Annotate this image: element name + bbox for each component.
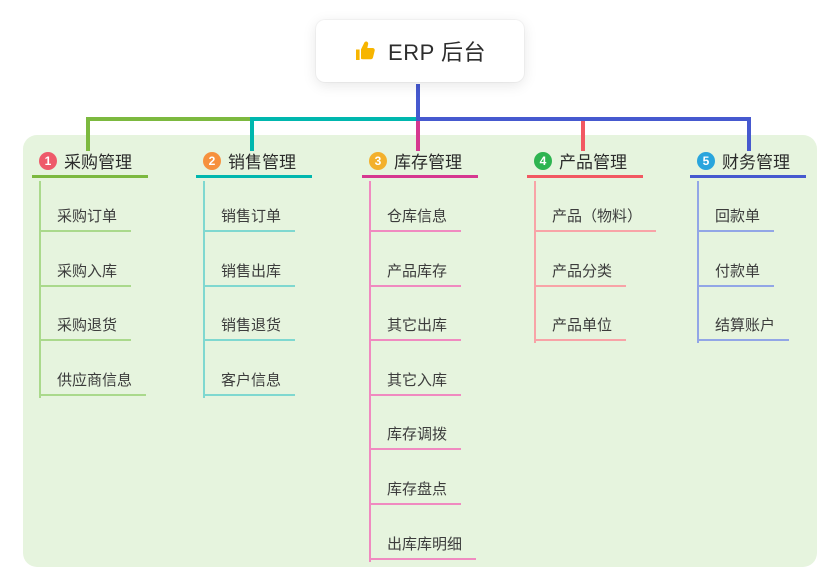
branch-title-row[interactable]: 3 库存管理 — [362, 146, 478, 178]
branch-child-connector-line — [39, 181, 41, 398]
child-node-label: 出库库明细 — [387, 535, 463, 553]
child-node[interactable]: 产品单位 — [534, 315, 627, 342]
connector-segment-right — [416, 117, 751, 121]
child-node-label: 产品（物料） — [552, 208, 643, 225]
branch-drop-line — [747, 121, 751, 151]
branch-child-connector-line — [697, 181, 699, 344]
branches-panel — [23, 135, 817, 567]
child-node[interactable]: 采购退货 — [39, 315, 132, 342]
child-node-label: 产品库存 — [387, 262, 448, 280]
connector-segment-mid — [250, 117, 416, 121]
branch-title-row[interactable]: 2 销售管理 — [196, 146, 312, 178]
child-node-label: 销售订单 — [221, 208, 282, 225]
branch-title-label: 产品管理 — [559, 153, 627, 172]
child-node[interactable]: 产品分类 — [534, 261, 627, 287]
child-node-label: 库存盘点 — [387, 481, 448, 498]
branch-number-badge: 4 — [534, 151, 552, 170]
branch-title-row[interactable]: 4 产品管理 — [527, 146, 643, 178]
branch-title-row[interactable]: 1 采购管理 — [32, 146, 148, 178]
child-node-label: 供应商信息 — [57, 371, 133, 389]
child-node[interactable]: 库存盘点 — [369, 479, 462, 505]
branch-drop-line — [86, 121, 90, 151]
child-node[interactable]: 仓库信息 — [369, 206, 462, 232]
child-node[interactable]: 销售出库 — [203, 261, 296, 287]
child-node[interactable]: 出库库明细 — [369, 534, 477, 560]
child-node[interactable]: 付款单 — [697, 261, 775, 287]
child-node[interactable]: 其它入库 — [369, 370, 462, 396]
branch-number-badge: 5 — [697, 151, 715, 170]
branch-drop-line — [581, 121, 585, 151]
branch-title-row[interactable]: 5 财务管理 — [690, 146, 806, 178]
branch-title-label: 库存管理 — [394, 153, 462, 172]
child-node-label: 产品单位 — [552, 317, 613, 335]
child-node[interactable]: 采购订单 — [39, 206, 132, 232]
child-node[interactable]: 销售订单 — [203, 206, 296, 232]
branch-child-connector-line — [203, 181, 205, 398]
child-node-label: 采购入库 — [57, 262, 118, 280]
child-node-label: 客户信息 — [221, 371, 282, 389]
child-node[interactable]: 客户信息 — [203, 370, 296, 396]
branch-number-badge: 1 — [39, 151, 57, 170]
root-node-label: ERP 后台 — [388, 40, 486, 65]
connector-segment-left — [86, 117, 254, 121]
branch-child-connector-line — [534, 181, 536, 344]
child-node-label: 其它出库 — [387, 317, 448, 335]
child-node[interactable]: 结算账户 — [697, 315, 790, 342]
child-node[interactable]: 产品库存 — [369, 261, 462, 287]
child-node[interactable]: 供应商信息 — [39, 370, 147, 396]
branch-number-badge: 2 — [203, 151, 221, 170]
branch-title-label: 销售管理 — [228, 153, 296, 172]
child-node-label: 仓库信息 — [387, 208, 448, 225]
child-node[interactable]: 回款单 — [697, 206, 775, 232]
child-node[interactable]: 产品（物料） — [534, 206, 657, 232]
child-node-label: 库存调拨 — [387, 426, 448, 444]
child-node[interactable]: 销售退货 — [203, 315, 296, 342]
branch-drop-line — [250, 121, 254, 151]
child-node-label: 产品分类 — [552, 262, 613, 280]
child-node-label: 销售出库 — [221, 262, 282, 280]
child-node-label: 付款单 — [715, 262, 761, 280]
child-node-label: 其它入库 — [387, 371, 448, 389]
branch-title-label: 采购管理 — [64, 153, 132, 172]
branch-number-badge: 3 — [369, 151, 387, 170]
child-node-label: 采购订单 — [57, 208, 118, 225]
child-node-label: 采购退货 — [57, 317, 118, 335]
child-node[interactable]: 采购入库 — [39, 261, 132, 287]
root-node[interactable]: ERP 后台 — [316, 20, 524, 82]
branch-title-label: 财务管理 — [722, 153, 790, 172]
branch-drop-line — [416, 121, 420, 151]
thumbs-up-icon — [356, 41, 375, 60]
child-node-label: 回款单 — [715, 208, 761, 225]
child-node[interactable]: 其它出库 — [369, 315, 462, 342]
root-stem-line — [416, 84, 420, 121]
child-node[interactable]: 库存调拨 — [369, 424, 462, 451]
branch-child-connector-line — [369, 181, 371, 562]
child-node-label: 结算账户 — [715, 317, 776, 335]
child-node-label: 销售退货 — [221, 317, 282, 335]
